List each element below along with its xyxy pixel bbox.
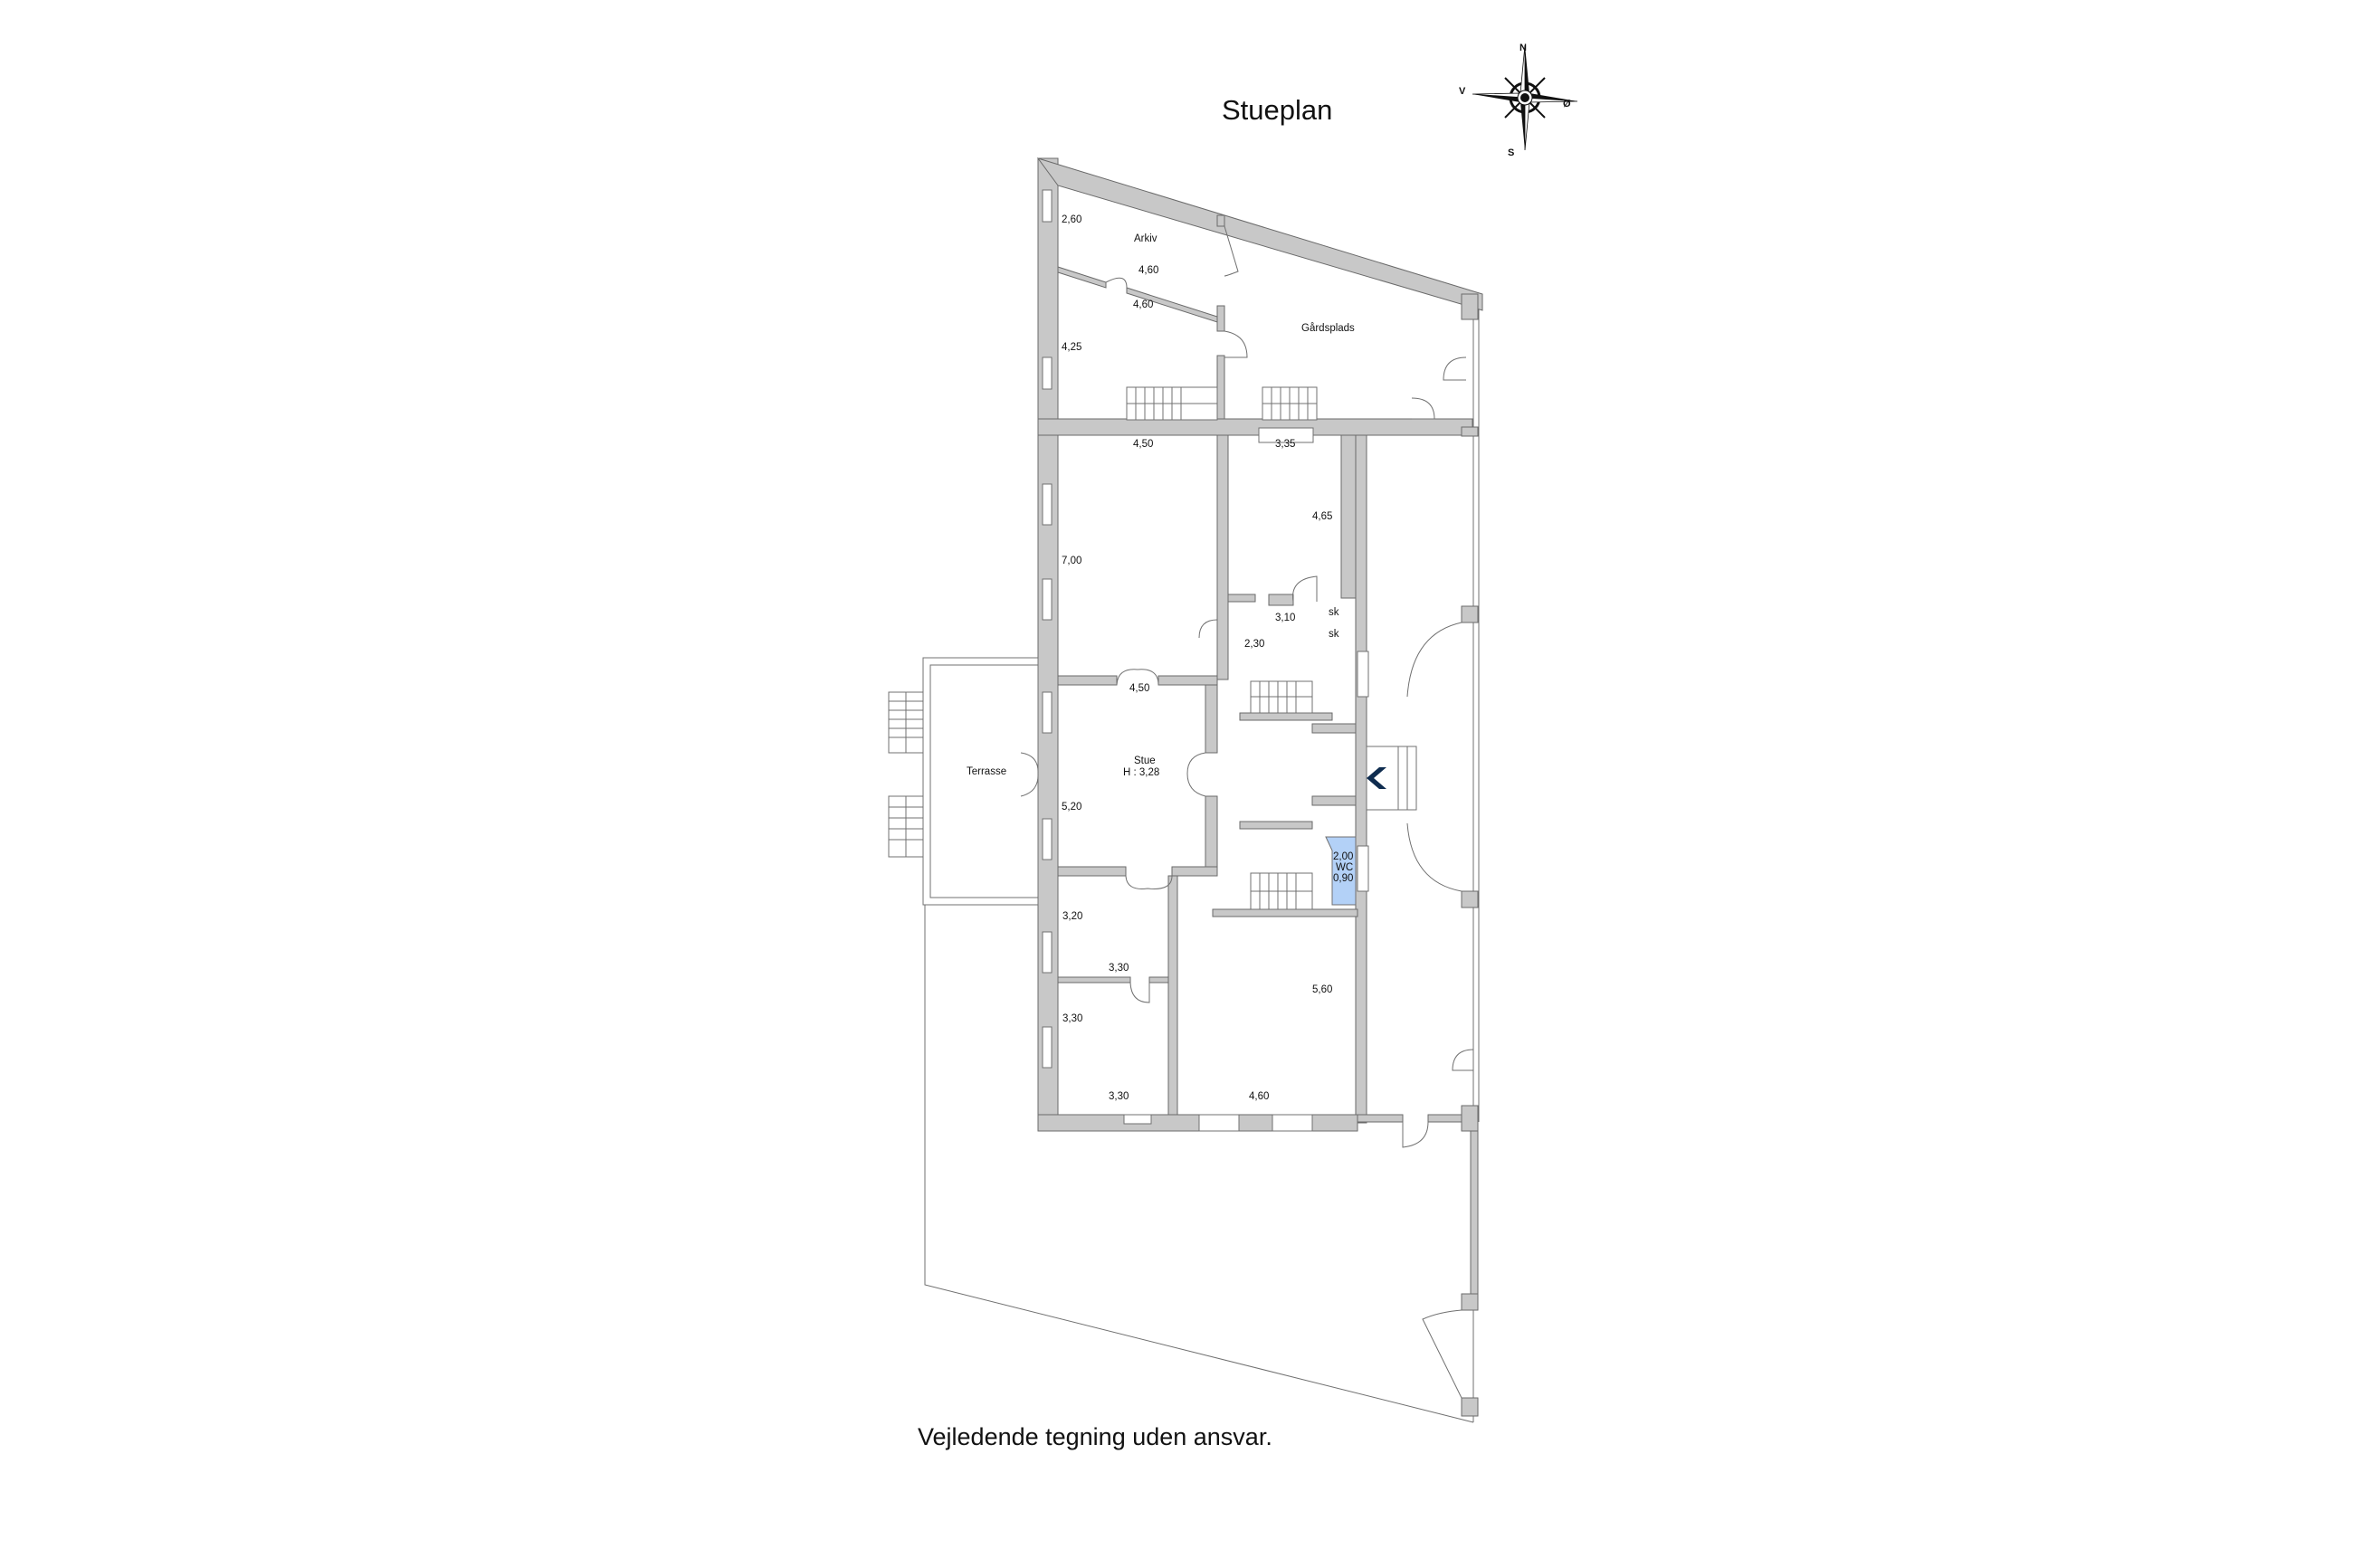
dim-north-hall-length: 4,60 — [1133, 299, 1153, 310]
closet-label-2: sk — [1329, 629, 1339, 640]
room-stue-height: H : 3,28 — [1123, 767, 1159, 778]
dim-room-s-center-width: 4,60 — [1249, 1091, 1269, 1102]
doors — [1020, 225, 1474, 1399]
room-terrasse-label: Terrasse — [967, 766, 1006, 777]
disclaimer-text: Vejledende tegning uden ansvar. — [918, 1423, 1272, 1450]
dim-room-sw2-length: 3,30 — [1062, 1013, 1082, 1024]
dim-room-s-center-length: 5,60 — [1312, 984, 1332, 995]
dim-room-sw2-width: 3,30 — [1109, 1091, 1129, 1102]
dim-room-nw-length: 7,00 — [1062, 556, 1081, 566]
room-stue-label: Stue — [1134, 755, 1156, 766]
terrace-outline — [922, 657, 1039, 906]
walls — [1036, 157, 1483, 1417]
closet-label-1: sk — [1329, 607, 1339, 618]
dim-room-sw1-width: 3,30 — [1109, 963, 1129, 974]
compass-east-label: Ø — [1563, 99, 1571, 109]
dim-room-n-center-length: 4,65 — [1312, 511, 1332, 522]
room-wc-label: WC — [1336, 862, 1353, 873]
windows — [1042, 189, 1369, 1132]
dim-north-hall-width: 4,25 — [1062, 342, 1081, 353]
wc-highlight — [1325, 836, 1357, 906]
dim-wc-length: 2,00 — [1333, 851, 1353, 862]
compass-north-label: N — [1519, 43, 1527, 53]
dim-hall-center-length: 2,30 — [1244, 639, 1264, 650]
dim-arkiv-width: 2,60 — [1062, 214, 1081, 225]
compass-rose-icon — [1472, 44, 1578, 151]
dim-arkiv-length: 4,60 — [1138, 265, 1158, 276]
dim-stue-width: 4,50 — [1129, 683, 1149, 694]
dim-room-sw1-length: 3,20 — [1062, 911, 1082, 922]
dim-room-nw-width: 4,50 — [1133, 439, 1153, 450]
dim-stue-length: 5,20 — [1062, 802, 1081, 813]
compass-west-label: V — [1459, 86, 1466, 97]
room-gaardsplads-label: Gårdsplads — [1301, 323, 1355, 334]
dim-room-n-center-width: 3,35 — [1275, 439, 1295, 450]
entrance-chevron-icon — [1367, 767, 1386, 789]
compass-south-label: S — [1508, 147, 1514, 158]
plan-title: Stueplan — [1222, 94, 1333, 126]
dim-hall-center-width: 3,10 — [1275, 613, 1295, 623]
room-arkiv-label: Arkiv — [1134, 233, 1157, 244]
stairs — [888, 386, 1417, 910]
plot-outline — [924, 303, 1480, 1423]
dim-wc-width: 0,90 — [1333, 873, 1353, 884]
